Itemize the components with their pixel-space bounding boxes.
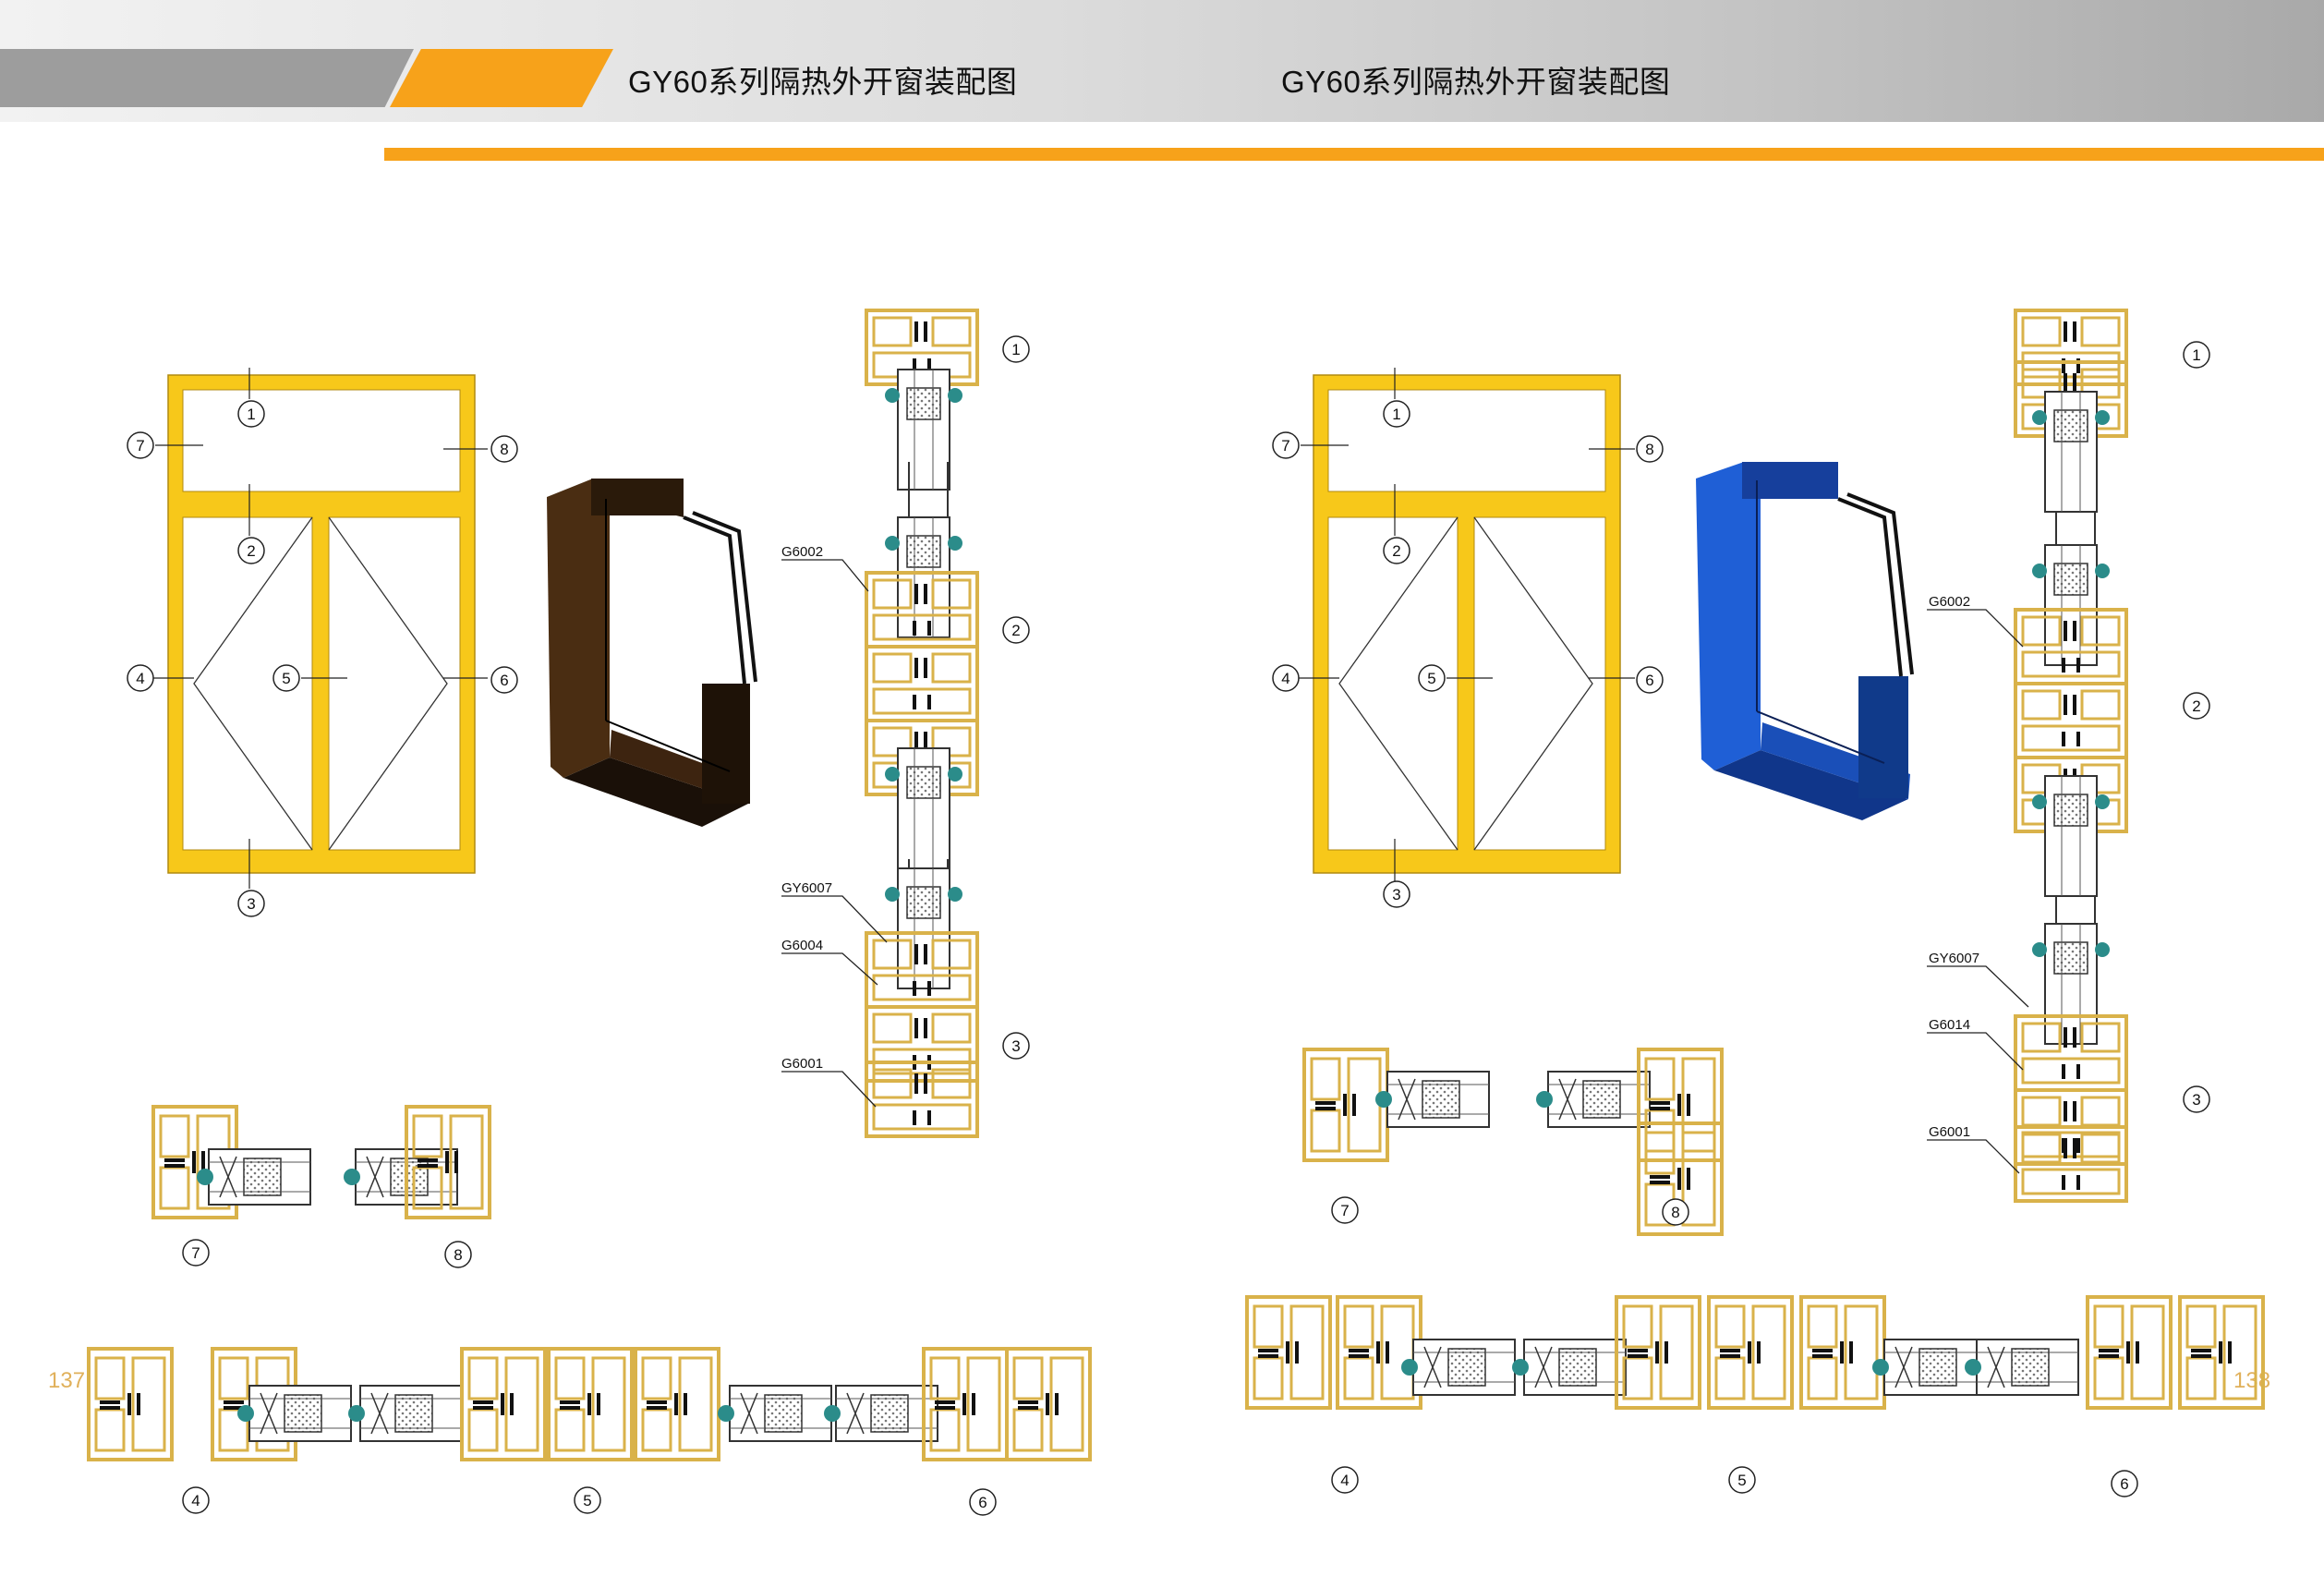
vertical-section-left [865,309,979,1138]
marker-circle [1636,666,1664,694]
marker-label-8: 8 [454,1246,462,1264]
marker-label-4: 4 [191,1492,200,1509]
marker-label-7: 7 [1340,1202,1349,1219]
marker-circle [574,1486,601,1514]
marker-label-8: 8 [500,441,508,458]
page-title-left: GY60系列隔热外开窗装配图 [628,65,1018,99]
profile-sample-blue [1696,462,1914,820]
marker-label-4: 4 [1340,1472,1349,1489]
section-4-5-6-right [1245,1295,2265,1410]
marker-label-3: 3 [247,895,255,913]
marker-circle [127,664,154,692]
marker-label-1: 1 [247,406,255,423]
page-title-right: GY60系列隔热外开窗装配图 [1281,65,1671,99]
profile-label-right-1: G6002 [1929,594,1970,610]
marker-label-1: 1 [2192,346,2200,364]
marker-circle [1002,335,1030,363]
profile-label-right-4: G6001 [1929,1124,1970,1140]
profile-sample-brown [547,479,757,827]
profile-label-left-2: GY6007 [781,880,832,896]
marker-label-2: 2 [1011,622,1020,639]
section-7-8-right [1302,1048,1724,1236]
marker-label-5: 5 [1737,1472,1746,1489]
marker-circle [237,537,265,564]
marker-label-2: 2 [1392,542,1400,560]
marker-label-6: 6 [500,672,508,689]
marker-circle [2111,1470,2138,1497]
marker-circle [1662,1198,1689,1226]
marker-circle [237,400,265,428]
profile-label-left-1: G6002 [781,544,823,560]
marker-label-3: 3 [1392,886,1400,903]
marker-label-3: 3 [1011,1037,1020,1055]
marker-label-3: 3 [2192,1091,2200,1109]
marker-circle [1636,435,1664,463]
marker-label-7: 7 [191,1244,200,1262]
marker-circle [444,1241,472,1268]
profile-label-left-4: G6001 [781,1056,823,1072]
marker-label-5: 5 [583,1492,591,1509]
profile-label-right-2: GY6007 [1929,951,1979,966]
marker-circle [182,1239,210,1267]
section-4-5-6-left [87,1347,1092,1461]
marker-label-6: 6 [2120,1475,2128,1493]
marker-circle [1418,664,1446,692]
marker-label-2: 2 [2192,697,2200,715]
marker-circle [1383,537,1410,564]
marker-circle [2183,341,2210,369]
marker-circle [1331,1196,1359,1224]
marker-circle [1728,1466,1756,1494]
section-7-8-left [151,1105,491,1219]
marker-label-7: 7 [136,437,144,455]
marker-label-8: 8 [1671,1204,1679,1221]
marker-label-2: 2 [247,542,255,560]
marker-circle [1272,431,1300,459]
marker-circle [272,664,300,692]
marker-circle [490,666,518,694]
marker-label-1: 1 [1011,341,1020,358]
vertical-section-right [2014,309,2128,1203]
marker-circle [2183,692,2210,720]
profile-label-right-3: G6014 [1929,1017,1970,1033]
marker-label-6: 6 [978,1494,986,1511]
marker-circle [490,435,518,463]
marker-label-7: 7 [1281,437,1289,455]
marker-circle [1002,1032,1030,1060]
marker-label-4: 4 [1281,670,1289,687]
marker-label-5: 5 [1427,670,1435,687]
marker-circle [127,431,154,459]
marker-circle [2183,1085,2210,1113]
marker-circle [1272,664,1300,692]
header-gray-stripe [0,49,414,107]
marker-circle [182,1486,210,1514]
marker-label-4: 4 [136,670,144,687]
profile-label-left-3: G6004 [781,938,823,953]
window-elevation-right [1313,374,1621,874]
window-elevation-left [167,374,476,874]
marker-circle [1383,880,1410,908]
marker-circle [969,1488,997,1516]
header-orange-rule [384,148,2324,161]
header-orange-stripe [390,49,613,107]
marker-circle [237,890,265,917]
marker-circle [1383,400,1410,428]
marker-label-1: 1 [1392,406,1400,423]
page-number-left: 137 [48,1368,86,1393]
marker-label-5: 5 [282,670,290,687]
marker-label-8: 8 [1645,441,1653,458]
marker-label-6: 6 [1645,672,1653,689]
marker-circle [1002,616,1030,644]
marker-circle [1331,1466,1359,1494]
